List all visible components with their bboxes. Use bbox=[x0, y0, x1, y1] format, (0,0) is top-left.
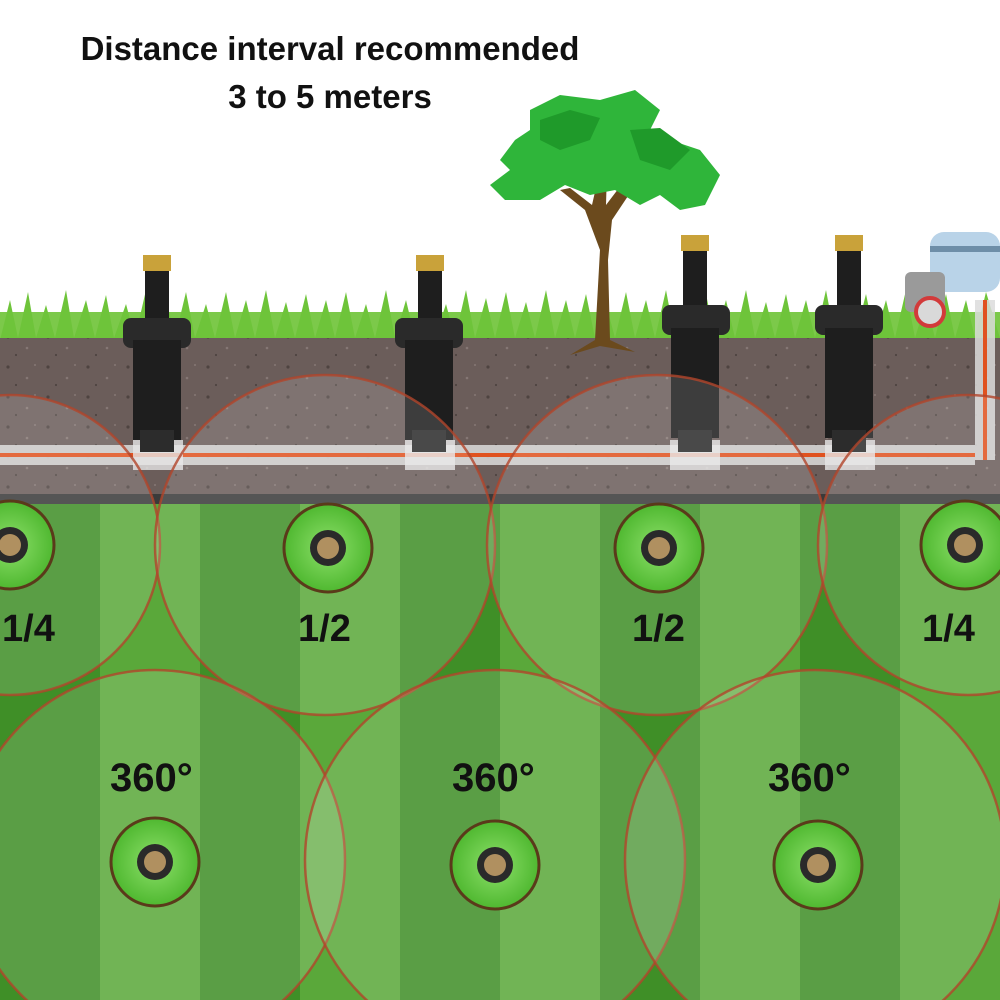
sprinkler-head-icon bbox=[109, 816, 201, 908]
sprinkler-head-icon bbox=[0, 499, 56, 591]
sprinkler-heads bbox=[0, 499, 1000, 911]
lawn-plan bbox=[0, 373, 1000, 1000]
divider-line bbox=[0, 494, 1000, 504]
sprinkler-head-icon bbox=[282, 502, 374, 594]
title-line-2: 3 to 5 meters bbox=[228, 78, 432, 115]
sprinkler-head-icon bbox=[449, 819, 541, 911]
label-quarter-left: 1/4 bbox=[2, 608, 55, 650]
pop-up-sprinkler-icon bbox=[815, 235, 883, 470]
sprinkler-head-icon bbox=[613, 502, 705, 594]
label-half-left: 1/2 bbox=[298, 608, 351, 650]
label-360-3: 360° bbox=[768, 756, 851, 800]
pop-up-sprinkler-icon bbox=[395, 255, 463, 470]
label-half-right: 1/2 bbox=[632, 608, 685, 650]
label-quarter-right: 1/4 bbox=[922, 608, 975, 650]
sprinkler-head-icon bbox=[919, 499, 1000, 591]
water-pipe bbox=[0, 300, 995, 465]
title-line-1: Distance interval recommended bbox=[80, 30, 580, 67]
sprinkler-head-icon bbox=[772, 819, 864, 911]
label-360-2: 360° bbox=[452, 756, 535, 800]
pop-up-sprinkler-icon bbox=[123, 255, 191, 470]
water-pump-icon bbox=[905, 232, 1000, 328]
label-360-1: 360° bbox=[110, 756, 193, 800]
tree-icon bbox=[490, 90, 720, 355]
